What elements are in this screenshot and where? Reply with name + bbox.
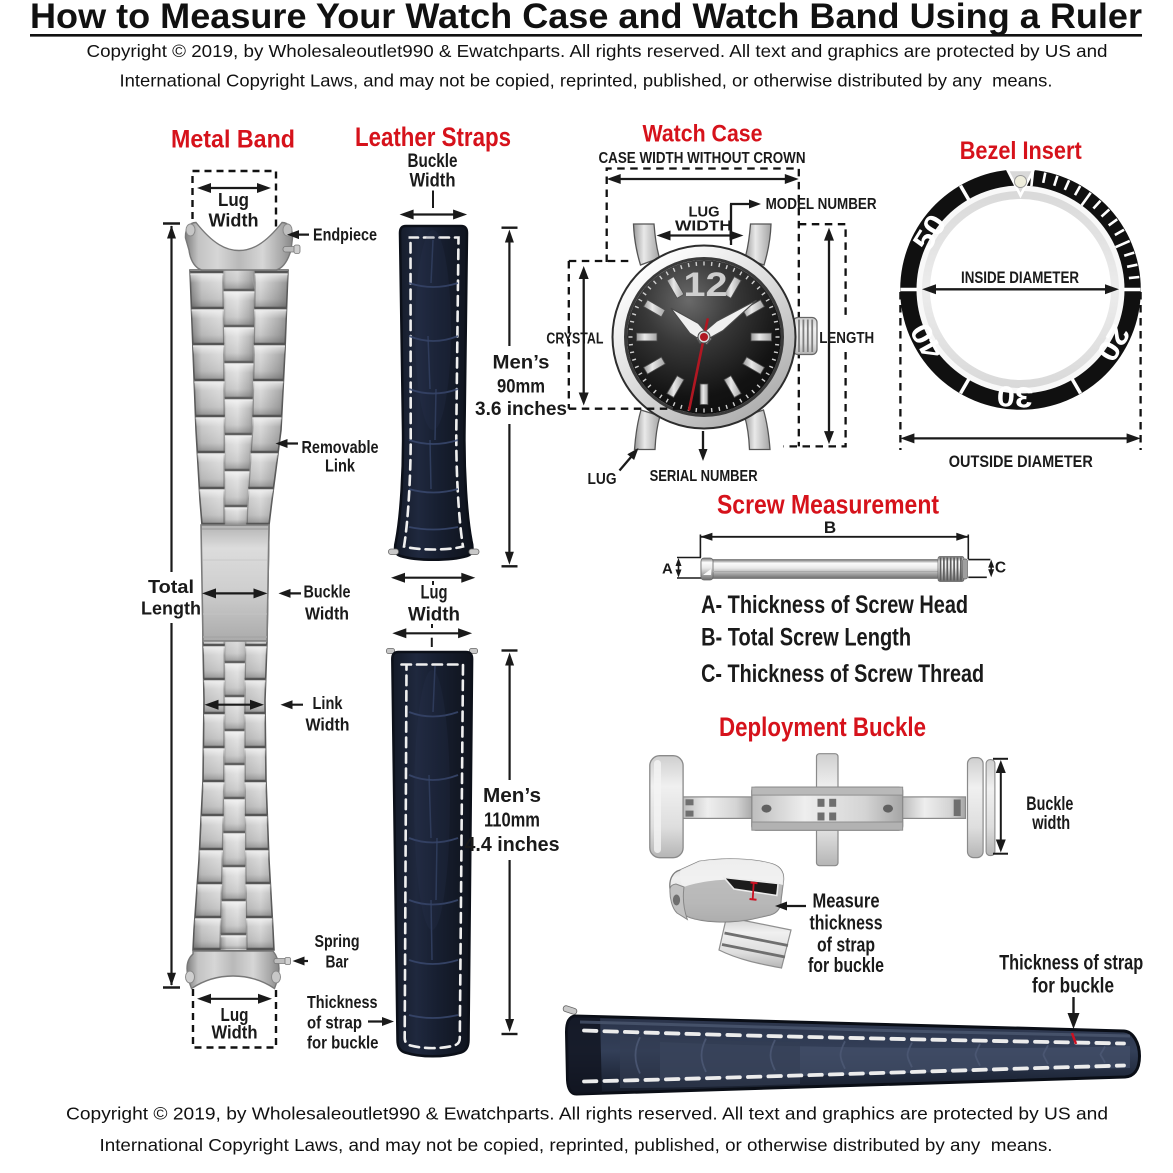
svg-text:Endpiece: Endpiece — [313, 225, 377, 245]
svg-text:International Copyright Laws,: International Copyright Laws, and may no… — [120, 71, 1053, 91]
svg-text:Buckle: Buckle — [304, 582, 351, 602]
svg-text:LENGTH: LENGTH — [819, 330, 874, 347]
svg-text:Metal Band: Metal Band — [171, 126, 295, 154]
svg-text:Copyright © 2019, by Wholesal: Copyright © 2019, by Wholesaleoutlet990 … — [66, 1104, 1108, 1124]
svg-text:4.4 inches: 4.4 inches — [465, 834, 560, 856]
svg-text:Measure: Measure — [813, 891, 880, 913]
svg-text:Lug: Lug — [218, 190, 249, 210]
svg-text:Bar: Bar — [326, 952, 349, 972]
svg-text:LUG: LUG — [689, 205, 720, 221]
svg-text:Men’s: Men’s — [493, 352, 550, 374]
svg-text:Total: Total — [148, 577, 194, 597]
svg-text:Width: Width — [408, 605, 460, 626]
svg-text:Deployment Buckle: Deployment Buckle — [719, 712, 926, 742]
svg-text:B- Total Screw Length: B- Total Screw Length — [701, 624, 911, 652]
svg-text:Link: Link — [313, 693, 343, 713]
svg-text:C: C — [995, 560, 1006, 577]
svg-text:LUG: LUG — [588, 471, 617, 488]
svg-text:of strap: of strap — [307, 1013, 362, 1033]
svg-text:C- Thickness of Screw Thread: C- Thickness of Screw Thread — [701, 660, 984, 688]
svg-text:OUTSIDE DIAMETER: OUTSIDE DIAMETER — [949, 453, 1093, 471]
svg-text:of strap: of strap — [817, 935, 875, 957]
svg-text:Width: Width — [306, 715, 350, 735]
svg-text:30: 30 — [996, 379, 1034, 413]
svg-text:Spring: Spring — [315, 931, 360, 951]
svg-text:Buckle: Buckle — [408, 151, 458, 172]
svg-text:INSIDE DIAMETER: INSIDE DIAMETER — [961, 269, 1079, 287]
svg-text:WIDTH: WIDTH — [675, 219, 732, 235]
svg-text:B: B — [824, 518, 836, 537]
svg-text:International Copyright Laws,: International Copyright Laws, and may no… — [100, 1135, 1053, 1155]
svg-text:A- Thickness of Screw Head: A- Thickness of Screw Head — [701, 591, 968, 619]
svg-text:A: A — [662, 561, 673, 578]
svg-text:for buckle: for buckle — [1032, 975, 1114, 998]
svg-text:Men’s: Men’s — [483, 785, 541, 807]
svg-text:Removable: Removable — [302, 437, 379, 457]
svg-text:Width: Width — [209, 211, 259, 231]
svg-text:Thickness of strap: Thickness of strap — [999, 952, 1143, 975]
svg-text:Lug: Lug — [221, 1005, 249, 1025]
svg-text:MODEL NUMBER: MODEL NUMBER — [766, 196, 877, 213]
svg-text:Width: Width — [305, 604, 349, 624]
svg-text:width: width — [1031, 812, 1070, 834]
svg-text:12: 12 — [684, 266, 728, 304]
svg-text:CASE WIDTH WITHOUT CROWN: CASE WIDTH WITHOUT CROWN — [599, 150, 806, 167]
svg-text:Width: Width — [212, 1023, 258, 1043]
svg-text:Lug: Lug — [421, 583, 448, 604]
svg-text:for buckle: for buckle — [808, 955, 884, 977]
svg-text:thickness: thickness — [810, 913, 883, 935]
svg-text:3.6 inches: 3.6 inches — [475, 398, 567, 420]
svg-text:SERIAL NUMBER: SERIAL NUMBER — [650, 468, 758, 485]
svg-text:110mm: 110mm — [484, 810, 540, 832]
svg-text:90mm: 90mm — [497, 376, 545, 398]
svg-text:CRYSTAL: CRYSTAL — [546, 331, 603, 348]
svg-text:Thickness: Thickness — [307, 992, 378, 1012]
svg-text:Leather Straps: Leather Straps — [355, 122, 511, 152]
svg-text:Buckle: Buckle — [1026, 793, 1073, 815]
svg-text:Link: Link — [325, 456, 355, 476]
svg-text:Screw Measurement: Screw Measurement — [717, 490, 939, 520]
svg-text:Watch Case: Watch Case — [643, 121, 763, 148]
svg-text:for buckle: for buckle — [307, 1033, 379, 1053]
svg-text:Copyright © 2019, by Wholesal: Copyright © 2019, by Wholesaleoutlet990 … — [87, 41, 1108, 61]
svg-text:Width: Width — [410, 171, 456, 192]
svg-text:Bezel Insert: Bezel Insert — [960, 137, 1083, 165]
svg-text:Length: Length — [141, 599, 201, 619]
svg-text:How to Measure Your Watch Case: How to Measure Your Watch Case and Watch… — [30, 0, 1142, 36]
